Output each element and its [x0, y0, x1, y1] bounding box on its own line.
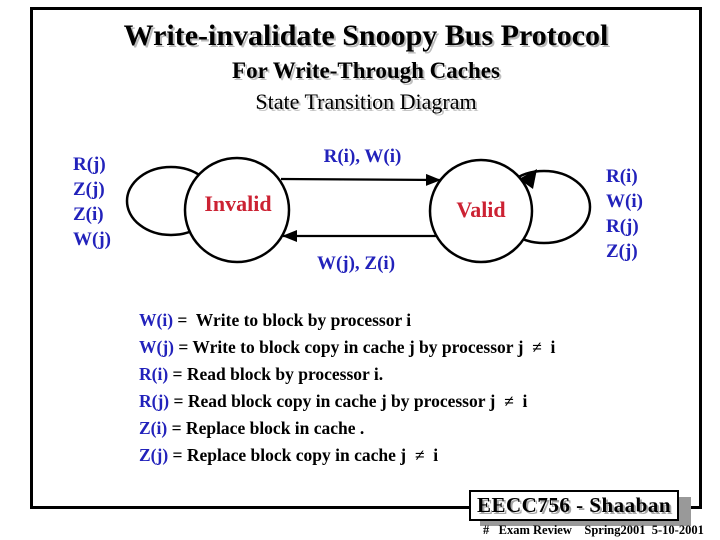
loop-label: R(i)	[606, 166, 638, 187]
loop-label: Z(i)	[73, 204, 104, 225]
transition-label-valid-to-invalid: W(j), Z(i)	[316, 253, 396, 274]
legend-term: R(j)	[139, 391, 170, 411]
legend-line: Z(j) = Replace block copy in cache j ≠ i	[139, 442, 555, 469]
valid-state-circle	[428, 158, 534, 264]
legend-term: Z(j)	[139, 445, 169, 465]
footer-course-title: EECC756 - Shaaban	[476, 493, 672, 517]
legend-term: W(i)	[139, 310, 174, 330]
loop-label: R(j)	[606, 216, 639, 237]
legend-line: Z(i) = Replace block in cache .	[139, 415, 555, 442]
legend-definition: = Write to block copy in cache j by proc…	[173, 337, 556, 357]
footer-course-box: EECC756 - Shaaban	[469, 490, 679, 521]
slide-subtitle: For Write-Through Caches	[232, 58, 500, 83]
footer-note: # Exam Review Spring2001 5-10-2001	[483, 523, 704, 537]
legend-line: W(i) = Write to block by processor i	[139, 307, 555, 334]
valid-self-loop-labels: R(i) W(i) R(j) Z(j)	[606, 164, 643, 264]
legend-definition: = Read block by processor i.	[168, 364, 384, 384]
invalid-self-loop-labels: R(j) Z(j) Z(i) W(j)	[73, 152, 111, 252]
loop-label: Z(j)	[73, 179, 105, 200]
invalid-state-label: Invalid	[204, 191, 272, 216]
invalid-to-valid-arrow	[280, 173, 441, 186]
legend-line: R(i) = Read block by processor i.	[139, 361, 555, 388]
legend-term: W(j)	[139, 337, 174, 357]
legend-definition: = Read block copy in cache j by processo…	[169, 391, 528, 411]
slide-title: Write-invalidate Snoopy Bus Protocol	[123, 19, 609, 52]
legend-line: W(j) = Write to block copy in cache j by…	[139, 334, 555, 361]
transition-label-invalid-to-valid: R(i), W(i)	[323, 146, 402, 167]
legend-line: R(j) = Read block copy in cache j by pro…	[139, 388, 555, 415]
legend-definition: = Replace block in cache .	[167, 418, 365, 438]
invalid-state-circle	[183, 156, 291, 264]
valid-self-loop-arrowhead	[519, 169, 537, 189]
loop-label: W(i)	[606, 191, 643, 212]
slide-subheading: State Transition Diagram	[255, 89, 477, 114]
slide-border	[30, 7, 702, 509]
legend-definition: = Replace block copy in cache j ≠ i	[168, 445, 439, 465]
valid-state-label: Valid	[456, 197, 506, 222]
legend-term: Z(i)	[139, 418, 168, 438]
legend-definition: = Write to block by processor i	[173, 310, 412, 330]
loop-label: R(j)	[73, 154, 106, 175]
legend: W(i) = Write to block by processor i W(j…	[139, 307, 555, 469]
loop-label: Z(j)	[606, 241, 638, 262]
legend-term: R(i)	[139, 364, 169, 384]
loop-label: W(j)	[73, 229, 111, 250]
